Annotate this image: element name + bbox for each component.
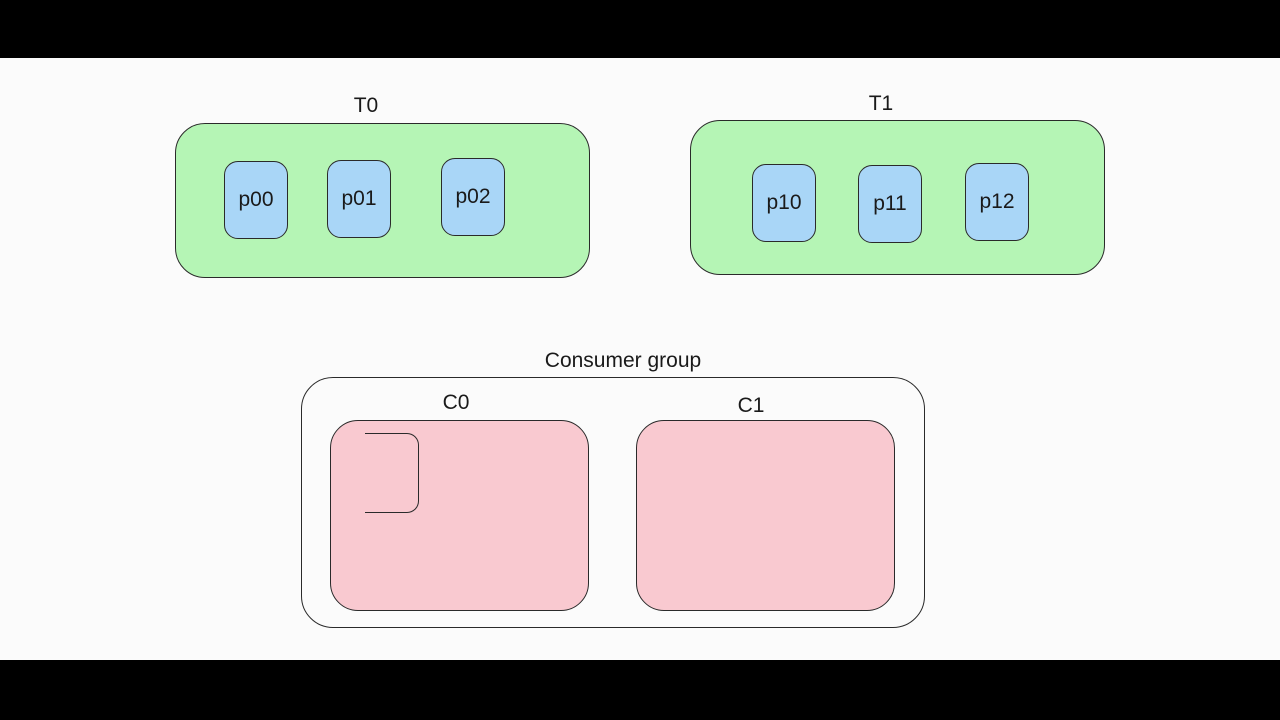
partition-p02[interactable]: p02 bbox=[441, 158, 505, 236]
topic-label-t0: T0 bbox=[353, 94, 379, 117]
diagram-canvas: T0 p00 p01 p02 T1 p10 p11 p12 Consumer g… bbox=[0, 58, 1280, 660]
consumer-label-c0: C0 bbox=[442, 391, 470, 414]
consumer-label-c1: C1 bbox=[737, 394, 765, 417]
partition-p11[interactable]: p11 bbox=[858, 165, 922, 243]
partition-p12[interactable]: p12 bbox=[965, 163, 1029, 241]
consumer-c1 bbox=[636, 420, 895, 611]
partition-drop-outline bbox=[365, 433, 419, 513]
partition-p00[interactable]: p00 bbox=[224, 161, 288, 239]
consumer-c0 bbox=[330, 420, 589, 611]
partition-p01[interactable]: p01 bbox=[327, 160, 391, 238]
consumer-group bbox=[301, 377, 925, 628]
partition-p10[interactable]: p10 bbox=[752, 164, 816, 242]
topic-label-t1: T1 bbox=[868, 92, 894, 115]
consumer-group-label: Consumer group bbox=[544, 349, 702, 372]
